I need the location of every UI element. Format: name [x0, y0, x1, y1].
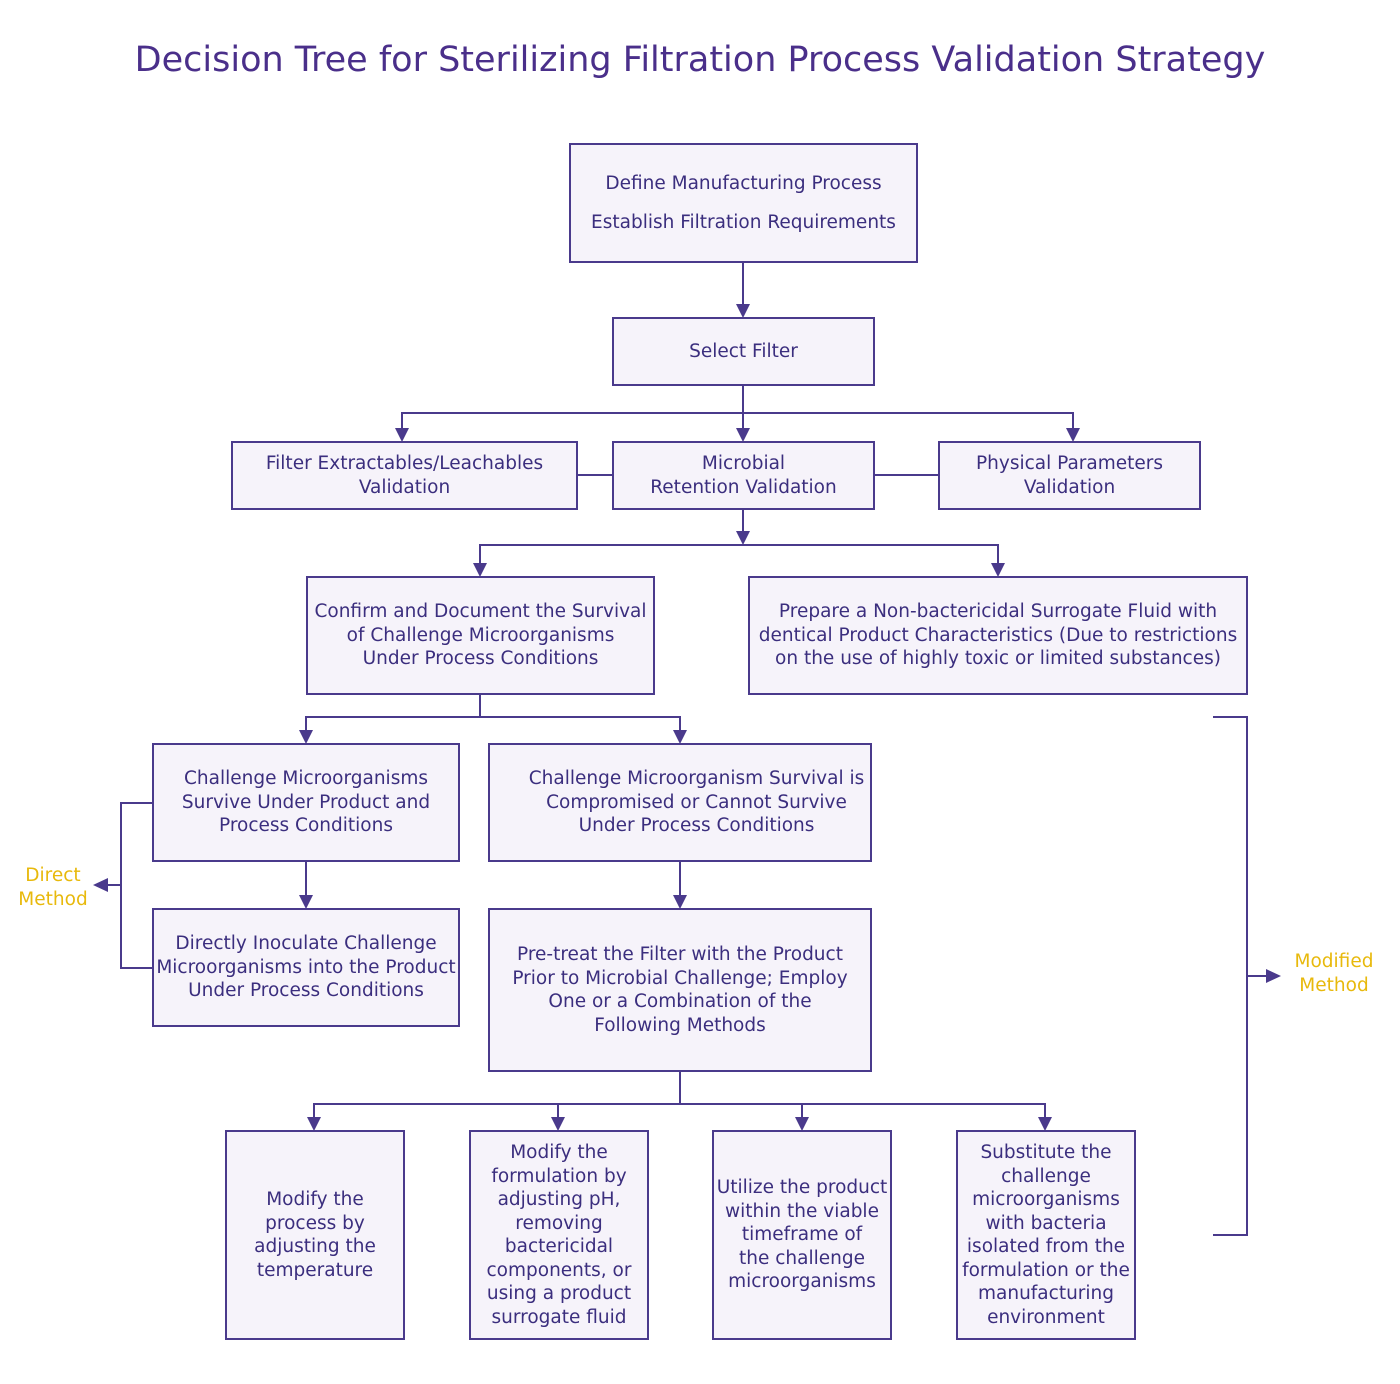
box-formulation [469, 1130, 649, 1340]
node-define: Define Manufacturing Process Establish F… [570, 144, 917, 262]
node-surrogate-fluid-line: Prepare a Non-bactericidal Surrogate Flu… [778, 601, 1218, 623]
arrowheads [93, 304, 1281, 1131]
node-temperature-line: adjusting the [254, 1236, 376, 1257]
node-inoculate: Directly Inoculate Challenge Microorgani… [153, 909, 459, 1026]
node-viable-line: microorganisms [728, 1271, 876, 1293]
node-physical: Physical Parameters Validation [939, 442, 1200, 509]
box-temperature [225, 1130, 405, 1340]
modified-method-line: Method [1299, 974, 1369, 996]
node-physical-line: Physical Parameters [975, 453, 1164, 474]
node-inoculate-line: Directly Inoculate Challenge [175, 933, 437, 955]
node-substitute-line: with bacteria [985, 1212, 1107, 1234]
box-extractables [231, 441, 578, 510]
direct-method-line: Direct [25, 865, 81, 886]
node-select-filter-line: Select Filter [689, 340, 798, 362]
modified-method-line: Modified [1294, 951, 1374, 972]
node-pretreat-line: One or a Combination of the [548, 991, 812, 1012]
node-substitute-line: isolated from the [966, 1236, 1126, 1257]
node-formulation-line: bactericidal [504, 1236, 614, 1257]
node-formulation-line: components, or [486, 1259, 632, 1281]
node-temperature: Modify the process by adjusting the temp… [226, 1131, 404, 1339]
node-extractables: Filter Extractables/Leachables Validatio… [232, 442, 577, 509]
diagram-title: Decision Tree for Sterilizing Filtration… [134, 40, 1266, 80]
node-viable: Utilize the product within the viable ti… [713, 1131, 891, 1339]
node-microbial-line: Microbial [701, 453, 786, 474]
node-survive: Challenge Microorganisms Survive Under P… [153, 744, 459, 861]
node-define-line: Define Manufacturing Process [605, 173, 882, 194]
direct-method-line: Method [18, 888, 88, 910]
node-formulation-line: adjusting pH, [497, 1189, 621, 1210]
node-temperature-line: process by [265, 1212, 365, 1234]
node-extractables-line: Validation [358, 476, 451, 498]
node-confirm-survival: Confirm and Document the Survival of Cha… [307, 577, 654, 694]
node-substitute-line: formulation or the [962, 1259, 1130, 1281]
node-extractables-line: Filter Extractables/Leachables [265, 453, 544, 474]
node-surrogate-fluid-line: dentical Product Characteristics (Due to… [758, 624, 1238, 646]
node-formulation-line: using a product [486, 1283, 632, 1304]
node-survive-line: Process Conditions [219, 815, 393, 837]
node-compromised-line: Challenge Microorganism Survival is [528, 768, 865, 790]
node-physical-line: Validation [1023, 476, 1116, 498]
node-inoculate-line: Under Process Conditions [188, 980, 424, 1002]
node-microbial: Microbial Retention Validation [613, 442, 874, 509]
box-substitute [956, 1130, 1136, 1340]
node-pretreat-line: Prior to Microbial Challenge; Employ [512, 967, 848, 989]
node-survive-line: Survive Under Product and [181, 791, 431, 813]
modified-method-label: Modified Method [1286, 950, 1382, 997]
node-survive-line: Challenge Microorganisms [183, 768, 428, 790]
node-pretreat-line: Following Methods [594, 1014, 766, 1036]
node-surrogate-fluid-line: on the use of highly toxic or limited su… [775, 648, 1221, 670]
node-formulation-line: Modify the [510, 1142, 608, 1163]
node-temperature-line: temperature [256, 1259, 374, 1281]
node-compromised-line: Compromised or Cannot Survive [546, 791, 847, 813]
node-substitute-line: challenge [1001, 1165, 1091, 1187]
node-surrogate-fluid: Prepare a Non-bactericidal Surrogate Flu… [749, 577, 1247, 694]
box-physical [938, 441, 1201, 510]
node-formulation-line: formulation by [491, 1165, 627, 1187]
box-define [569, 143, 918, 263]
box-viable [712, 1130, 892, 1340]
node-formulation-line: surrogate fluid [491, 1306, 627, 1328]
node-temperature-line: Modify the [266, 1189, 364, 1210]
node-pretreat: Pre-treat the Filter with the Product Pr… [489, 909, 871, 1071]
connectors [106, 262, 1268, 1236]
node-viable-line: Utilize the product [716, 1177, 888, 1199]
node-define-line: Establish Filtration Requirements [591, 212, 896, 233]
node-viable-line: timeframe of [741, 1224, 863, 1246]
node-compromised: Challenge Microorganism Survival is Comp… [489, 744, 904, 861]
node-formulation: Modify the formulation by adjusting pH, … [470, 1131, 648, 1339]
direct-method-label: Direct Method [8, 864, 98, 911]
node-substitute-line: environment [987, 1306, 1105, 1328]
node-substitute: Substitute the challenge microorganisms … [957, 1131, 1135, 1339]
node-select-filter: Select Filter [613, 318, 874, 385]
node-formulation-line: removing [515, 1212, 603, 1234]
node-inoculate-line: Microorganisms into the Product [156, 956, 456, 978]
node-confirm-survival-line: Confirm and Document the Survival [314, 601, 647, 623]
box-select-filter [612, 317, 875, 386]
node-confirm-survival-line: Under Process Conditions [362, 648, 599, 670]
node-compromised-line: Under Process Conditions [578, 815, 815, 837]
box-surrogate-fluid [748, 576, 1248, 695]
node-viable-line: within the viable [725, 1200, 879, 1222]
node-substitute-line: microorganisms [972, 1189, 1120, 1210]
node-confirm-survival-line: of Challenge Microorganisms [346, 624, 615, 646]
box-compromised [488, 743, 872, 862]
node-viable-line: the challenge [739, 1247, 865, 1269]
node-substitute-line: Substitute the [980, 1142, 1112, 1163]
node-substitute-line: manufacturing [977, 1283, 1115, 1304]
node-pretreat-line: Pre-treat the Filter with the Product [517, 944, 843, 965]
node-microbial-line: Retention Validation [650, 476, 837, 498]
